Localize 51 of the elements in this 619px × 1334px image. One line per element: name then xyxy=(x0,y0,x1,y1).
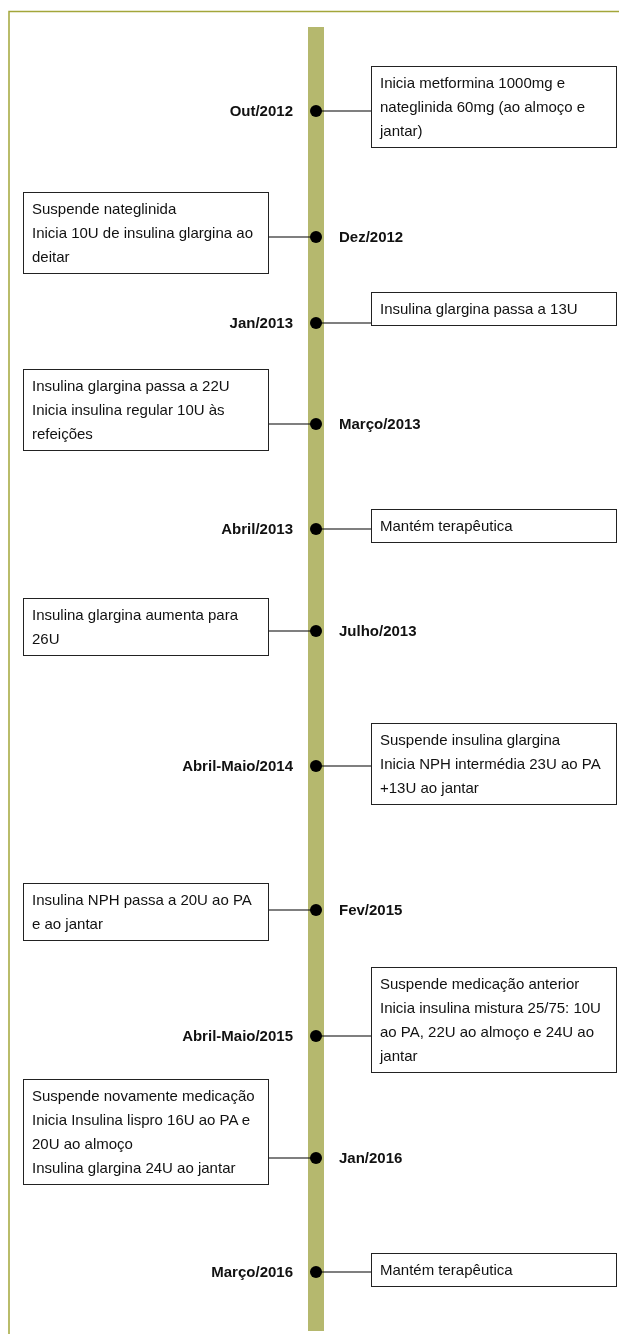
date-label: Fev/2015 xyxy=(316,898,486,922)
connector-line xyxy=(268,904,322,916)
timeline-axis xyxy=(308,27,324,1331)
event-text: Suspende nateglinida xyxy=(32,199,178,219)
event-text: Suspende medicação anterior xyxy=(380,974,581,994)
date-label: Abril-Maio/2015 xyxy=(120,1024,316,1048)
event-box xyxy=(23,1079,269,1185)
event-text: Mantém terapêutica xyxy=(380,516,514,536)
event-text: Suspende insulina glargina xyxy=(380,730,562,750)
date-label: Abril-Maio/2014 xyxy=(120,754,316,778)
connector-line xyxy=(268,625,322,637)
connector-line xyxy=(310,1030,372,1042)
connector-line xyxy=(310,760,372,772)
event-text: Inicia metformina 1000mg e nateglinida 60mg (ao almoço e jantar) xyxy=(380,73,587,141)
event-box xyxy=(371,292,617,326)
connector-line xyxy=(310,523,372,535)
event-text: Insulina NPH passa a 20U ao PA e ao jantar xyxy=(32,890,253,934)
event-text: Inicia NPH intermédia 23U ao PA +13U ao jantar xyxy=(380,754,602,798)
event-box xyxy=(23,598,269,656)
event-text: Inicia insulina mistura 25/75: 10U ao PA, 22U ao almoço e 24U ao jantar xyxy=(380,998,602,1066)
date-label: Abril/2013 xyxy=(120,517,316,541)
connector-line xyxy=(268,418,322,430)
connector-line xyxy=(310,1266,372,1278)
date-label: Dez/2012 xyxy=(316,225,486,249)
event-text: Mantém terapêutica xyxy=(380,1260,514,1280)
date-label: Out/2012 xyxy=(120,99,316,123)
event-box xyxy=(371,509,617,543)
connector-line xyxy=(268,231,322,243)
event-text: Insulina glargina passa a 13U xyxy=(380,299,579,319)
date-label: Julho/2013 xyxy=(316,619,486,643)
event-text: Insulina glargina 24U ao jantar xyxy=(32,1158,237,1178)
date-label: Jan/2016 xyxy=(316,1146,486,1170)
event-box xyxy=(23,369,269,451)
event-box xyxy=(371,66,617,148)
event-text: Insulina glargina aumenta para 26U xyxy=(32,605,239,649)
event-box xyxy=(23,192,269,274)
event-text: Suspende novamente medicação xyxy=(32,1086,256,1106)
event-text: Inicia 10U de insulina glargina ao deitar xyxy=(32,223,254,267)
event-text: Inicia Insulina lispro 16U ao PA e 20U ao almoço xyxy=(32,1110,252,1154)
event-box xyxy=(371,1253,617,1287)
connector-line xyxy=(310,317,372,329)
event-text: Insulina glargina passa a 22U xyxy=(32,376,231,396)
date-label: Jan/2013 xyxy=(120,311,316,335)
date-label: Março/2013 xyxy=(316,412,486,436)
event-box xyxy=(371,723,617,805)
connector-line xyxy=(310,105,372,117)
event-box xyxy=(371,967,617,1073)
event-text: Inicia insulina regular 10U às refeições xyxy=(32,400,226,444)
connector-line xyxy=(268,1152,322,1164)
date-label: Março/2016 xyxy=(120,1260,316,1284)
event-box xyxy=(23,883,269,941)
